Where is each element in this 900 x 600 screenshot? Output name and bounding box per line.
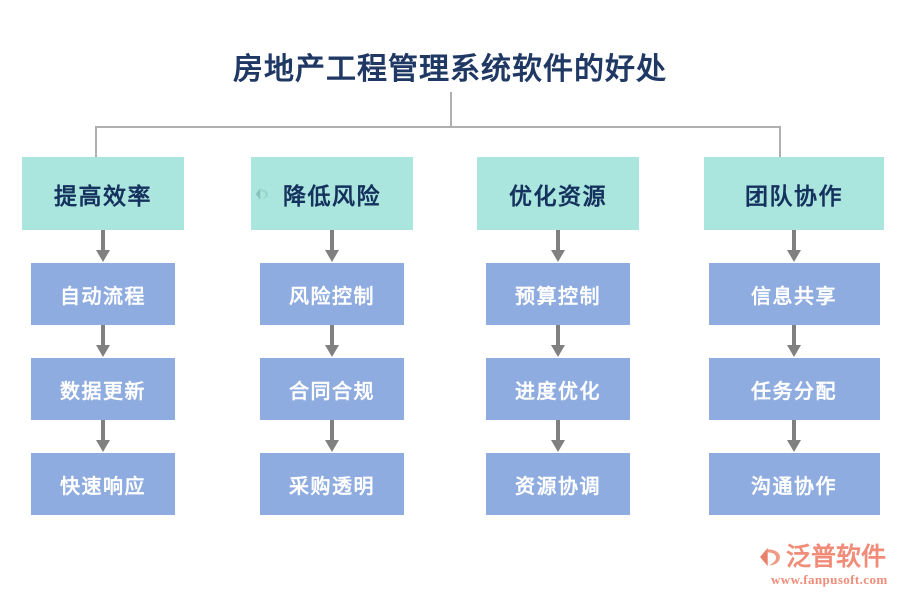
arrow-connector [251, 420, 413, 453]
branch-item-label: 任务分配 [751, 380, 837, 403]
arrow-head-icon [787, 345, 801, 357]
arrow-head-icon [787, 440, 801, 452]
fanpu-swoosh-icon [757, 544, 783, 570]
branch-header-label: 提高效率 [54, 183, 152, 209]
arrow-head-icon [96, 345, 110, 357]
branch-item-label: 预算控制 [515, 285, 601, 308]
connector-drop-left [95, 126, 97, 157]
branch-item-box[interactable]: 风险控制 [260, 263, 404, 325]
arrow-shaft [330, 420, 334, 442]
arrow-head-icon [325, 345, 339, 357]
branch-item-box[interactable]: 任务分配 [708, 358, 880, 420]
connector-drop-right [779, 126, 781, 157]
arrow-shaft [330, 230, 334, 252]
branch-header-3[interactable]: 优化资源 [477, 157, 639, 230]
branch-item-label: 快速响应 [60, 475, 146, 498]
arrow-shaft [792, 325, 796, 347]
arrow-head-icon [325, 440, 339, 452]
arrow-connector [22, 230, 184, 263]
arrow-connector [704, 420, 884, 453]
branch-item-box[interactable]: 采购透明 [260, 453, 404, 515]
brand-name: 泛普软件 [786, 543, 887, 571]
branch-item-box[interactable]: 数据更新 [31, 358, 175, 420]
arrow-head-icon [787, 250, 801, 262]
branch-item-label: 沟通协作 [751, 475, 837, 498]
branch-item-box[interactable]: 进度优化 [486, 358, 630, 420]
branch-header-label: 优化资源 [509, 183, 607, 209]
branch-column-1: 提高效率 自动流程 数据更新 快速响应 [22, 157, 184, 515]
arrow-head-icon [325, 250, 339, 262]
arrow-head-icon [551, 440, 565, 452]
arrow-shaft [556, 230, 560, 252]
branch-item-box[interactable]: 资源协调 [486, 453, 630, 515]
arrow-connector [477, 325, 639, 358]
branch-header-2[interactable]: 降低风险 [251, 157, 413, 230]
branch-item-label: 进度优化 [515, 380, 601, 403]
brand-url: www.fanpusoft.com [771, 572, 888, 587]
arrow-shaft [792, 420, 796, 442]
branch-item-label: 数据更新 [60, 380, 146, 403]
arrow-connector [251, 230, 413, 263]
branch-item-label: 采购透明 [289, 475, 375, 498]
arrow-head-icon [96, 440, 110, 452]
brand-row: 泛普软件 [757, 544, 886, 570]
connector-stem [450, 92, 452, 127]
branch-item-box[interactable]: 快速响应 [31, 453, 175, 515]
arrow-connector [251, 325, 413, 358]
branch-item-label: 信息共享 [751, 285, 837, 308]
arrow-shaft [101, 420, 105, 442]
arrow-connector [704, 325, 884, 358]
arrow-connector [704, 230, 884, 263]
arrow-shaft [556, 420, 560, 442]
arrow-shaft [101, 230, 105, 252]
arrow-connector [22, 325, 184, 358]
watermark-logo-icon [253, 185, 271, 203]
diagram-title: 房地产工程管理系统软件的好处 [233, 53, 667, 86]
branch-item-label: 资源协调 [515, 475, 601, 498]
branch-item-box[interactable]: 合同合规 [260, 358, 404, 420]
branch-header-4[interactable]: 团队协作 [704, 157, 884, 230]
brand-logo[interactable]: 泛普软件 www.fanpusoft.com [757, 544, 888, 588]
arrow-shaft [556, 325, 560, 347]
arrow-head-icon [551, 345, 565, 357]
arrow-head-icon [551, 250, 565, 262]
branch-item-box[interactable]: 自动流程 [31, 263, 175, 325]
branch-column-4: 团队协作 信息共享 任务分配 沟通协作 [704, 157, 884, 515]
arrow-shaft [792, 230, 796, 252]
branch-header-1[interactable]: 提高效率 [22, 157, 184, 230]
branch-item-label: 合同合规 [289, 380, 375, 403]
arrow-shaft [101, 325, 105, 347]
branch-item-box[interactable]: 预算控制 [486, 263, 630, 325]
arrow-connector [477, 420, 639, 453]
arrow-shaft [330, 325, 334, 347]
branch-header-label: 降低风险 [283, 183, 381, 209]
connector-bus [95, 126, 781, 128]
branch-item-label: 风险控制 [289, 285, 375, 308]
branch-item-label: 自动流程 [60, 285, 146, 308]
arrow-connector [22, 420, 184, 453]
arrow-connector [477, 230, 639, 263]
branch-item-box[interactable]: 沟通协作 [708, 453, 880, 515]
branch-column-2: 降低风险 风险控制 合同合规 采购透明 [251, 157, 413, 515]
branch-column-3: 优化资源 预算控制 进度优化 资源协调 [477, 157, 639, 515]
branch-header-label: 团队协作 [745, 183, 843, 209]
arrow-head-icon [96, 250, 110, 262]
branch-item-box[interactable]: 信息共享 [708, 263, 880, 325]
